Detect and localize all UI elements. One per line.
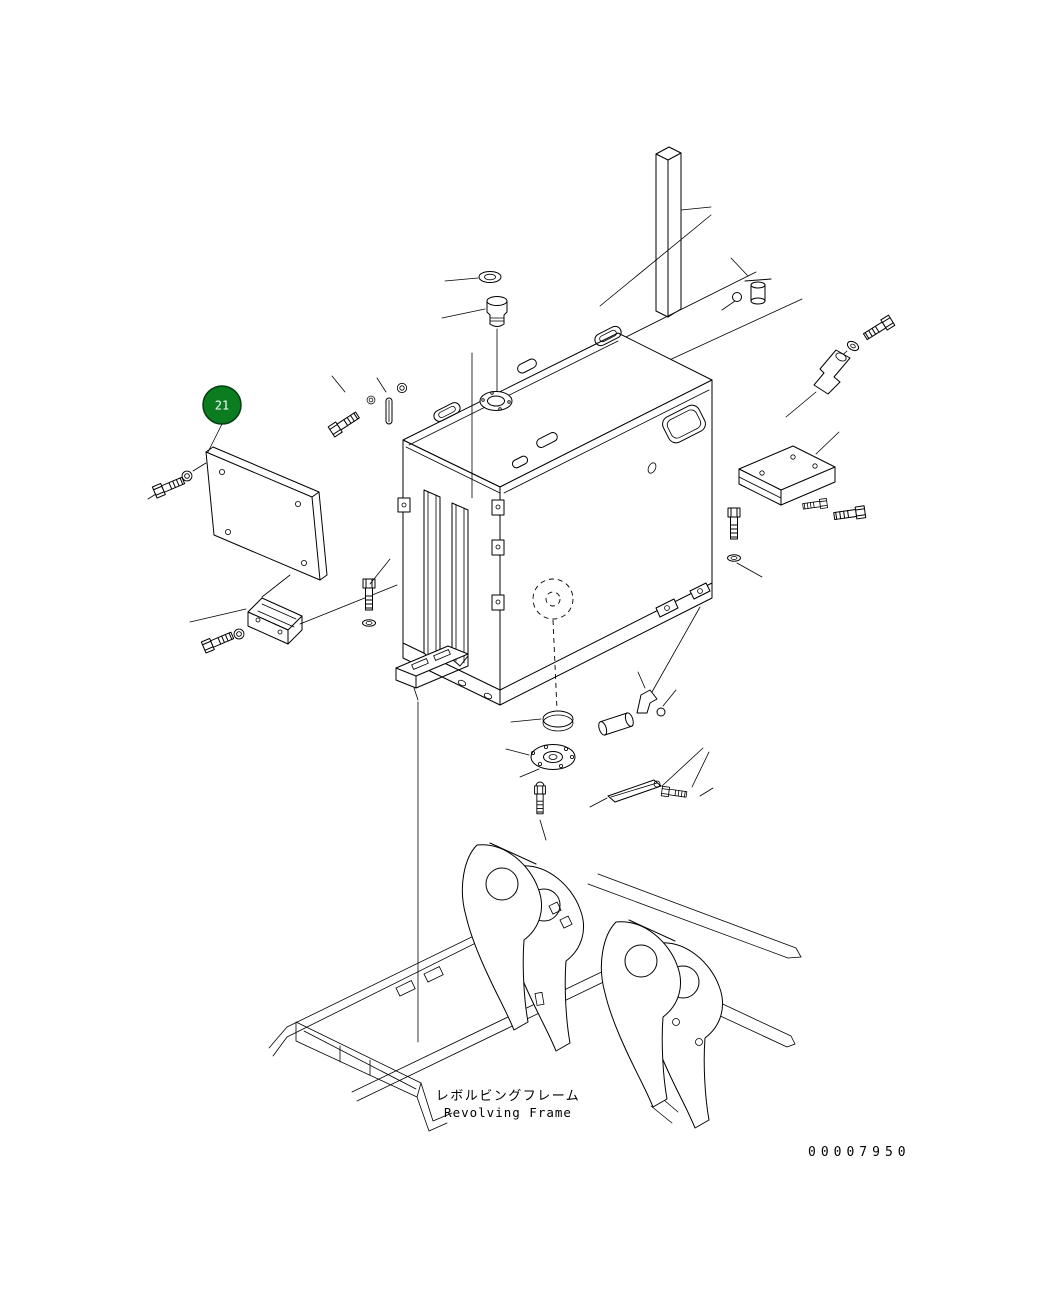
frame-label-english: Revolving Frame xyxy=(444,1105,572,1120)
document-number: 00007950 xyxy=(808,1145,911,1160)
edge-clips xyxy=(397,497,505,611)
valve-cover-plate xyxy=(738,431,840,506)
washer xyxy=(396,382,408,394)
washer xyxy=(181,470,193,482)
boom-bracket-right xyxy=(600,919,724,1129)
lever xyxy=(589,747,704,808)
washer xyxy=(727,554,741,562)
o-ring xyxy=(656,707,666,717)
plug xyxy=(660,785,688,800)
balloon-number: 21 xyxy=(215,399,229,413)
bolt xyxy=(534,785,546,815)
bolt xyxy=(861,314,896,343)
bolt xyxy=(801,497,828,512)
labels: レボルビングフレーム Revolving Frame 00007950 xyxy=(436,1089,911,1160)
callout-balloon-21[interactable]: 21 xyxy=(202,385,242,453)
cover-plate-21 xyxy=(205,446,328,581)
bolt xyxy=(200,629,236,654)
breather-cap-assembly xyxy=(441,271,508,499)
elbow-fitting xyxy=(785,349,851,418)
tank-foot xyxy=(655,582,711,618)
under-tank-bracket xyxy=(395,645,469,1043)
top-face-pads xyxy=(433,325,622,469)
bolt xyxy=(327,409,362,438)
clamp-bracket xyxy=(189,574,398,645)
filler-flange xyxy=(479,391,513,411)
balloon-circle[interactable] xyxy=(202,385,242,425)
right-hardware xyxy=(721,257,896,578)
frame-label-japanese: レボルビングフレーム xyxy=(436,1089,581,1104)
revolving-frame xyxy=(268,842,802,1132)
washer xyxy=(233,628,245,640)
level-sender-assembly xyxy=(505,606,714,841)
left-hardware xyxy=(147,375,408,654)
nipple-fitting xyxy=(598,712,634,736)
elbow-small xyxy=(636,671,677,717)
gasket xyxy=(542,710,574,728)
construction-lines xyxy=(599,214,803,369)
bolt xyxy=(727,507,741,540)
washer xyxy=(362,619,376,627)
drain-hole xyxy=(647,462,657,474)
drain-valve xyxy=(721,257,772,311)
front-guard-strips xyxy=(423,489,469,667)
washer xyxy=(846,340,860,352)
o-ring xyxy=(732,292,742,302)
boom-bracket-left xyxy=(461,842,585,1052)
handle-cutout xyxy=(662,404,706,444)
washer xyxy=(366,395,376,405)
bolt xyxy=(832,505,867,523)
sender-flange xyxy=(530,744,576,770)
fuel-tank-body xyxy=(397,325,713,706)
bolt xyxy=(151,474,187,499)
gauge-location-dashed xyxy=(532,578,574,620)
mounting-bar xyxy=(655,146,712,318)
